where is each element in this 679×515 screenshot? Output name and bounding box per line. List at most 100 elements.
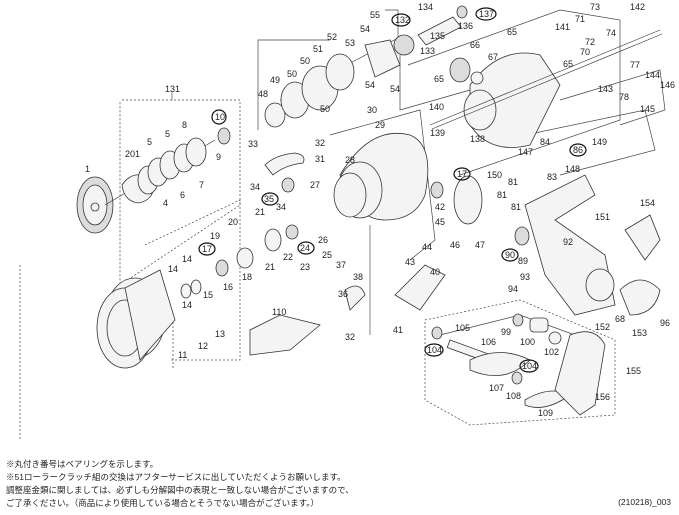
note-roller-clutch: ※51ローラークラッチ組の交換はアフターサービスに出していただくようお願いします… <box>6 472 346 482</box>
part-label-141: 141 <box>555 22 570 32</box>
part-label-50c: 50 <box>320 104 330 114</box>
bearing-132 <box>393 34 415 56</box>
part-label-32b: 32 <box>345 332 355 342</box>
part-label-18: 18 <box>242 272 252 282</box>
part-110 <box>249 314 321 356</box>
part-label-34b: 34 <box>276 202 286 212</box>
part-label-150: 150 <box>487 170 502 180</box>
part-label-74: 74 <box>606 28 616 38</box>
part-label-48: 48 <box>258 89 268 99</box>
part-label-65c: 65 <box>434 74 444 84</box>
part-label-154: 154 <box>640 198 655 208</box>
part-label-36: 36 <box>338 289 348 299</box>
part-label-134: 134 <box>418 2 433 12</box>
part-label-21b: 21 <box>265 262 275 272</box>
part-label-131: 131 <box>165 84 180 94</box>
part-label-26: 26 <box>318 235 328 245</box>
part-label-13: 13 <box>215 329 225 339</box>
part-label-5a: 5 <box>147 137 152 147</box>
part-label-137: 137 <box>479 9 494 19</box>
part-66 <box>449 57 471 83</box>
part-label-136: 136 <box>458 21 473 31</box>
part-label-106: 106 <box>481 337 496 347</box>
part-label-89: 89 <box>518 256 528 266</box>
bearing-10 <box>217 127 231 145</box>
part-label-17a: 17 <box>202 244 212 254</box>
part-label-153: 153 <box>632 328 647 338</box>
part-138-gearbox <box>469 52 561 148</box>
part-label-9: 9 <box>216 152 221 162</box>
part-label-14a: 14 <box>168 264 178 274</box>
part-label-72: 72 <box>585 37 595 47</box>
part-label-104b: 104 <box>522 361 537 371</box>
part-153 <box>619 279 661 316</box>
part-label-145: 145 <box>640 104 655 114</box>
part-label-49: 49 <box>270 75 280 85</box>
part-label-23: 23 <box>300 262 310 272</box>
part-label-19: 19 <box>210 231 220 241</box>
part-label-81c: 81 <box>511 202 521 212</box>
part-label-41: 41 <box>393 325 403 335</box>
part-label-99: 99 <box>501 327 511 337</box>
part-label-54c: 54 <box>390 84 400 94</box>
part-label-6: 6 <box>180 190 185 200</box>
part-134 <box>417 16 462 46</box>
note-shims-cont: ご了承ください。（商品により使用している場合とそうでない場合がございます。） <box>6 498 319 508</box>
part-label-155: 155 <box>626 366 641 376</box>
part-label-7: 7 <box>199 180 204 190</box>
part-label-4: 4 <box>163 198 168 208</box>
part-label-54a: 54 <box>360 24 370 34</box>
part-label-32a: 32 <box>315 138 325 148</box>
part-label-109: 109 <box>538 408 553 418</box>
part-label-34a: 34 <box>250 182 260 192</box>
part-label-29: 29 <box>375 120 385 130</box>
note-shims: 調整座金類に関しましては、必ずしも分解図中の表現と一致しない場合がございますので… <box>6 485 354 495</box>
notes: ※丸付き番号はベアリングを示します。 ※51ローラークラッチ組の交換はアフターサ… <box>6 458 354 510</box>
part-label-83: 83 <box>547 172 557 182</box>
part-label-8: 8 <box>182 120 187 130</box>
part-label-11: 11 <box>178 350 187 360</box>
part-label-104a: 104 <box>427 345 442 355</box>
part-31 <box>264 152 305 176</box>
part-label-105: 105 <box>455 323 470 333</box>
part-label-84: 84 <box>540 137 550 147</box>
part-label-51: 51 <box>313 44 323 54</box>
part-label-81b: 81 <box>497 190 507 200</box>
part-label-151: 151 <box>595 212 610 222</box>
part-label-90: 90 <box>505 250 515 260</box>
part-label-27: 27 <box>310 180 320 190</box>
bearing-35 <box>281 177 295 193</box>
part-label-144: 144 <box>645 70 660 80</box>
part-labels: 131 1 201 5 5 8 10 9 7 6 4 48 49 50 50 5… <box>85 2 675 418</box>
part-label-46: 46 <box>450 240 460 250</box>
part-label-1: 1 <box>85 164 90 174</box>
part-label-96: 96 <box>660 318 670 328</box>
part-label-20: 20 <box>228 217 238 227</box>
exploded-parts-diagram: 131 1 201 5 5 8 10 9 7 6 4 48 49 50 50 5… <box>19 2 675 440</box>
part-label-33: 33 <box>248 139 258 149</box>
part-label-133: 133 <box>420 46 435 56</box>
part-label-73: 73 <box>590 2 600 12</box>
part-label-45: 45 <box>435 217 445 227</box>
part-label-146: 146 <box>660 80 675 90</box>
part-label-28: 28 <box>345 155 355 165</box>
bearing-17b <box>430 181 444 199</box>
part-label-50b: 50 <box>287 69 297 79</box>
part-40 <box>394 264 446 311</box>
part-label-42: 42 <box>435 202 445 212</box>
part-label-66: 66 <box>470 40 480 50</box>
part-label-142: 142 <box>630 2 645 12</box>
part-label-52: 52 <box>327 32 337 42</box>
part-label-43: 43 <box>405 257 415 267</box>
part-label-92: 92 <box>563 237 573 247</box>
part-label-93: 93 <box>520 272 530 282</box>
part-label-78: 78 <box>619 92 629 102</box>
part-156-handle-arm <box>554 331 606 416</box>
bearing-104b <box>511 371 523 385</box>
part-label-86: 86 <box>573 145 583 155</box>
part-label-102: 102 <box>544 347 559 357</box>
part-label-138: 138 <box>470 134 485 144</box>
part-label-5b: 5 <box>165 129 170 139</box>
part-label-17b: 17 <box>457 169 467 179</box>
part-label-21a: 21 <box>255 207 265 217</box>
